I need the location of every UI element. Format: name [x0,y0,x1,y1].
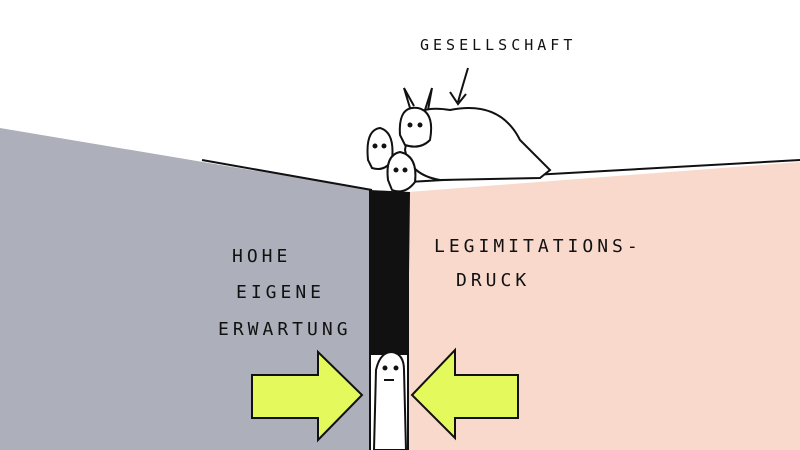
society-figures [366,87,552,193]
right-label-line-1: LEGIMITATIONS- [434,236,642,257]
left-arrow-pointing-right [251,349,364,443]
ground-line [201,159,373,191]
trapped-person [372,350,408,450]
left-label-line-1: HOHE [232,246,291,267]
left-label-line-2: EIGENE [236,282,325,303]
left-label-line-3: ERWARTUNG [218,319,352,340]
crevice [370,190,410,355]
label-gesellschaft: GESELLSCHAFT [420,36,576,54]
right-arrow-pointing-left [410,347,519,441]
arrow-down-icon [449,67,469,106]
right-label-line-2: DRUCK [456,270,530,291]
left-wall [0,128,370,450]
